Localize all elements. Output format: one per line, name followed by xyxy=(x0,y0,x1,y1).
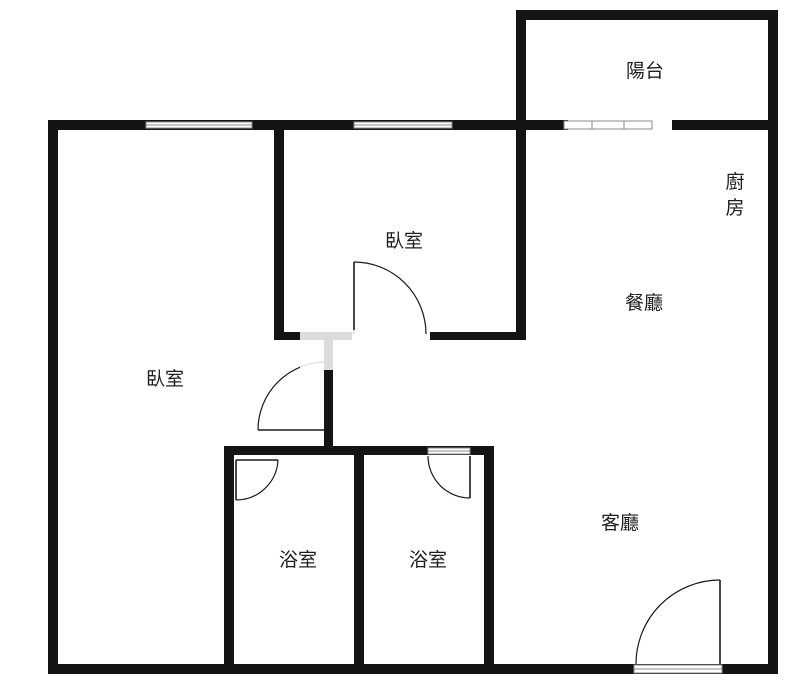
wall-top-left xyxy=(48,120,568,130)
wall-small-bedroom-left xyxy=(274,120,284,340)
label-kitchen-line2: 房 xyxy=(725,197,744,219)
door-large-bedroom[interactable] xyxy=(257,361,327,431)
wall-bath-right xyxy=(484,446,494,674)
wall-top-right xyxy=(672,120,778,130)
window-balcony-door xyxy=(563,120,653,130)
door-small-bedroom[interactable] xyxy=(353,261,427,335)
wall-small-bedroom-right xyxy=(516,120,526,340)
wall-corridor xyxy=(324,340,333,448)
wall-balcony-left xyxy=(516,10,526,130)
window-bath-right xyxy=(427,447,471,455)
wall-left xyxy=(48,120,58,674)
wall-right xyxy=(768,10,778,674)
window-large-bedroom xyxy=(145,121,253,129)
label-bath-right: 浴室 xyxy=(409,549,447,571)
label-balcony: 陽台 xyxy=(626,60,664,82)
label-large-bedroom: 臥室 xyxy=(146,368,184,390)
label-kitchen-line1: 廚 xyxy=(725,170,744,193)
windows xyxy=(145,120,723,674)
watermark-patch xyxy=(300,330,410,370)
wall-balcony-top xyxy=(516,10,778,20)
label-bath-left: 浴室 xyxy=(279,549,317,571)
wall-small-bedroom-bottom-b xyxy=(430,332,526,340)
door-entrance[interactable] xyxy=(635,579,721,665)
doors xyxy=(235,261,721,665)
wall-bottom xyxy=(48,664,778,674)
window-small-bedroom xyxy=(353,121,453,129)
door-bath-right[interactable] xyxy=(427,455,471,499)
label-small-bedroom: 臥室 xyxy=(385,230,423,252)
label-living: 客廳 xyxy=(601,512,639,534)
door-bath-left[interactable] xyxy=(235,459,279,501)
room-labels: 陽台 廚 房 臥室 餐廳 臥室 浴室 浴室 客廳 xyxy=(146,60,745,571)
walls xyxy=(48,10,778,674)
wall-bath-left xyxy=(224,446,234,674)
label-dining: 餐廳 xyxy=(625,292,663,314)
window-entrance xyxy=(633,664,723,674)
wall-bath-middle xyxy=(354,446,364,674)
